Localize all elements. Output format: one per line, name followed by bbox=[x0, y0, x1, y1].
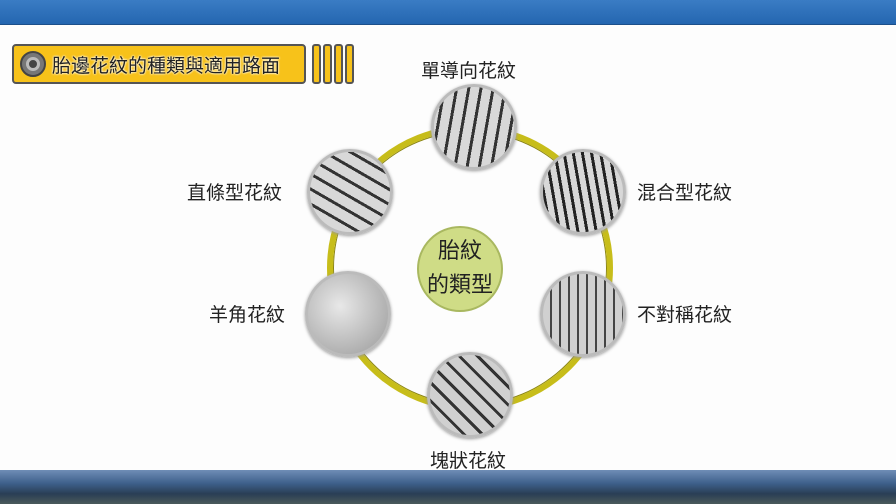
page-title: 胎邊花紋的種類與適用路面 bbox=[52, 54, 281, 77]
title-stripe bbox=[345, 44, 354, 84]
block-tread-image bbox=[427, 352, 513, 438]
label-rib: 直條型花紋 bbox=[187, 182, 283, 204]
wheel-icon bbox=[20, 51, 46, 77]
mixed-tread-image bbox=[540, 149, 626, 235]
lug-tread-image bbox=[305, 271, 391, 357]
rib-tread-image bbox=[307, 149, 393, 235]
label-mixed: 混合型花紋 bbox=[637, 182, 733, 204]
title-stripe bbox=[334, 44, 343, 84]
center-circle: 胎紋 的類型 bbox=[417, 226, 503, 312]
title-stripe bbox=[323, 44, 332, 84]
title-banner: 胎邊花紋的種類與適用路面 bbox=[12, 44, 306, 84]
center-line-1: 胎紋 bbox=[437, 239, 482, 264]
mountain-banner-image bbox=[0, 470, 896, 504]
directional-tread-image bbox=[431, 84, 517, 170]
top-bar bbox=[0, 0, 896, 25]
label-lug: 羊角花紋 bbox=[209, 304, 286, 326]
label-directional: 單導向花紋 bbox=[421, 60, 517, 82]
asymmetric-tread-image bbox=[540, 271, 626, 357]
title-stripe bbox=[312, 44, 321, 84]
label-block: 塊狀花紋 bbox=[430, 450, 507, 472]
label-asymmetric: 不對稱花紋 bbox=[637, 304, 733, 326]
center-line-2: 的類型 bbox=[426, 273, 493, 298]
